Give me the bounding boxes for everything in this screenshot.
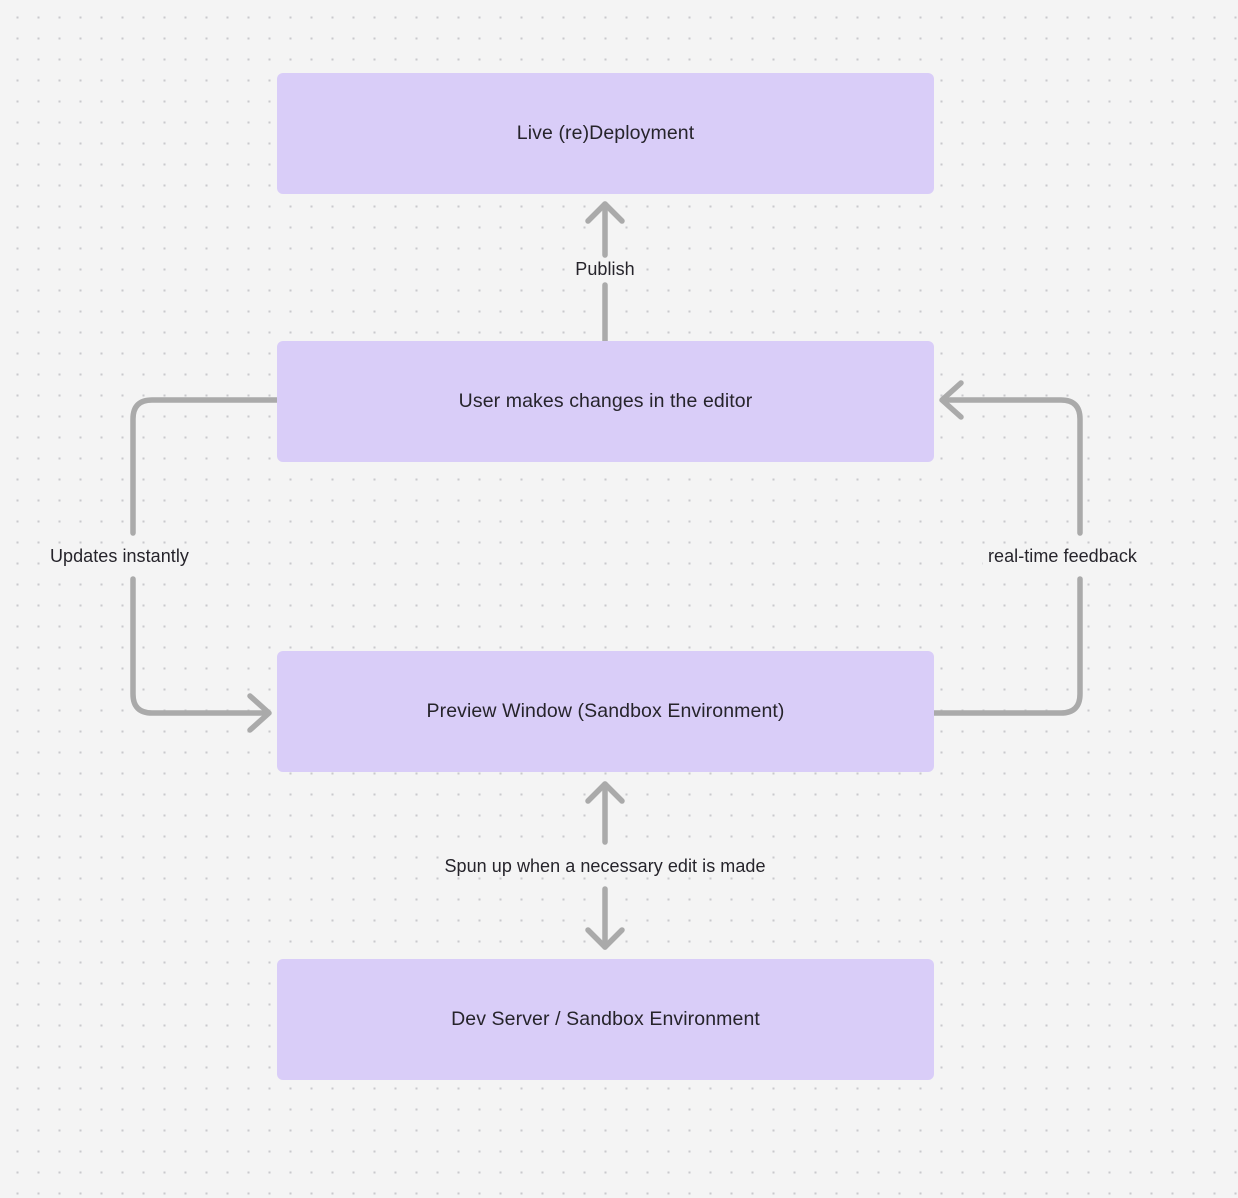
node-user-makes-changes-in-the-editor[interactable]: User makes changes in the editor xyxy=(277,341,934,462)
node-label: Live (re)Deployment xyxy=(516,121,695,144)
node-live-redeployment[interactable]: Live (re)Deployment xyxy=(277,73,934,194)
node-preview-window-sandbox-environment[interactable]: Preview Window (Sandbox Environment) xyxy=(277,651,934,772)
edge-label-updates-instantly: Updates instantly xyxy=(45,546,194,567)
node-label: User makes changes in the editor xyxy=(458,389,753,412)
node-label: Dev Server / Sandbox Environment xyxy=(451,1007,760,1030)
edge-label-spun-up-when-a-necessary-edit-is-made: Spun up when a necessary edit is made xyxy=(439,856,771,877)
node-label: Preview Window (Sandbox Environment) xyxy=(426,699,785,722)
node-dev-server-sandbox-environment[interactable]: Dev Server / Sandbox Environment xyxy=(277,959,934,1080)
edge-label-real-time-feedback: real-time feedback xyxy=(983,546,1142,567)
edge-label-publish: Publish xyxy=(570,259,640,280)
